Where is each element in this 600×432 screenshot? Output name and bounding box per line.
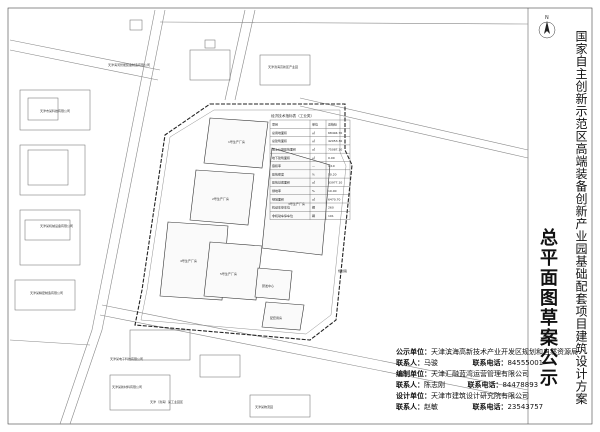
table-cell: ㎡: [312, 138, 315, 143]
table-cell: ㎡: [312, 155, 315, 160]
table-cell: 非机动车停车位: [272, 213, 293, 218]
north-label: N: [545, 15, 549, 21]
indicator-table-title: 经济技术指标表（工业类）: [271, 113, 314, 118]
contact1-value: 马骏: [424, 359, 438, 367]
table-cell: %: [312, 189, 315, 193]
table-cell: 建筑基底面积: [272, 180, 290, 185]
contact3-row: 联系人：赵敏 联系电话：23543757: [396, 403, 546, 412]
table-cell: ㎡: [312, 196, 315, 201]
table-cell: ㎡: [312, 147, 315, 152]
site-boundary: [134, 103, 353, 341]
neighbor-blocks: [14, 19, 311, 418]
table-cell: 绿地面积: [272, 196, 284, 201]
inner-setback-line: [140, 109, 347, 335]
designer-row: 设计单位：天津市建筑设计研究院有限公司: [396, 392, 546, 401]
neighbor-label-4: 天津某机械设备有限公司: [40, 223, 73, 228]
publication-title: 总平面图草案公示: [537, 228, 558, 388]
table-cell: 绿地率: [272, 188, 281, 193]
building-3-label: 3号生产厂房: [288, 201, 305, 206]
building-7-label: 配套用房: [270, 315, 282, 320]
designer-label: 设计单位：: [396, 392, 431, 400]
table-header-cell: 总指标: [328, 122, 337, 127]
neighbor-label-8: 天津（滨海）某工业园区: [150, 399, 183, 404]
building-2-label: 2号生产厂房: [212, 196, 229, 201]
contact1-row: 联系人：马骏 联系电话：84555001: [396, 359, 546, 368]
contact2-row: 联系人：陈志刚 联系电话：84478893: [396, 381, 546, 390]
phone1-label: 联系电话：: [472, 359, 508, 367]
neighbor-label-7: 天津某新材料有限公司: [112, 384, 142, 389]
table-cell: 75087.10: [328, 148, 342, 152]
table-cell: 总用地面积: [272, 130, 287, 135]
phone2-value: 84478893: [502, 381, 539, 389]
table-cell: —: [312, 164, 315, 168]
table-header-cell: 项目: [272, 123, 278, 127]
table-cell: 1.10: [328, 164, 335, 168]
table-cell: 50.20: [328, 172, 337, 176]
contact3-label: 联系人：: [396, 403, 424, 411]
neighbor-label-3: 天津市某科技有限公司: [40, 108, 70, 113]
building-7: [261, 301, 305, 331]
table-cell: 101: [328, 214, 334, 218]
table-cell: 辆: [312, 213, 315, 218]
publisher-label: 公示单位：: [396, 348, 431, 356]
table-cell: 260: [328, 206, 334, 210]
neighbor-label-2: 天津滨海高新区产业园: [268, 64, 298, 69]
builder-value: 天津汇融蓝湾运营管理有限公司: [431, 370, 529, 378]
builder-row: 编制单位：天津汇融蓝湾运营管理有限公司: [396, 370, 546, 379]
building-6-label: 研发中心: [262, 283, 274, 288]
table-cell: 辆: [312, 205, 315, 210]
contact2-value: 陈志刚: [424, 381, 445, 389]
contact1-label: 联系人：: [396, 359, 424, 367]
building-2: [189, 169, 255, 226]
table-cell: ㎡: [312, 130, 315, 135]
building-6: [254, 267, 293, 301]
neighbor-label-1: 天津海河智能装备制造有限公司: [108, 62, 150, 67]
phone2-label: 联系电话：: [467, 381, 503, 389]
publisher-value: 天津滨海高新技术产业开发区规划和自然资源局: [431, 348, 578, 356]
building-3: [261, 147, 331, 256]
drawing-frame: [7, 7, 593, 425]
neighbor-label-9: 天津某物流园: [255, 404, 273, 409]
building-1-label: 1号生产厂房: [228, 139, 245, 144]
table-cell: 33977.10: [328, 181, 342, 185]
neighbor-label-6: 天津某电子科技有限公司: [110, 356, 143, 361]
table-cell: 地上计容建筑面积: [272, 147, 296, 152]
table-cell: 68494.70: [328, 131, 342, 135]
table-cell: 容积率: [272, 163, 281, 168]
table-cell: %: [312, 172, 315, 176]
table-cell: 总建筑面积: [272, 138, 287, 143]
buildings: [159, 117, 331, 331]
phone3-value: 23543757: [507, 403, 544, 411]
designer-value: 天津市建筑设计研究院有限公司: [431, 392, 529, 400]
builder-label: 编制单位：: [396, 370, 431, 378]
neighbor-label-5: 天津某精密制造有限公司: [30, 290, 63, 295]
table-cell: 地下建筑面积: [272, 155, 290, 160]
table-cell: 6470.70: [328, 197, 340, 201]
phone1-value: 84555001: [507, 359, 544, 367]
table-cell: 机动车停车位: [272, 205, 290, 210]
table-cell: 42053.30: [328, 139, 342, 143]
north-arrow-icon: N: [538, 15, 556, 39]
road-label: 规划路: [338, 268, 347, 273]
building-1: [203, 117, 269, 169]
contact3-value: 赵敏: [424, 403, 438, 411]
building-5-label: 5号生产厂房: [220, 271, 237, 276]
road-network: [9, 9, 529, 425]
publisher-row: 公示单位：天津滨海高新技术产业开发区规划和自然资源局: [396, 348, 578, 357]
table-header-cell: 单位: [312, 122, 318, 127]
project-title: 国家自主创新示范区高端装备创新产业园基础配套项目建筑设计方案: [574, 30, 588, 405]
table-cell: 建筑密度: [272, 171, 284, 176]
table-cell: 0.00: [328, 156, 335, 160]
table-cell: ㎡: [312, 180, 315, 185]
phone3-label: 联系电话：: [472, 403, 508, 411]
table-cell: 10.00: [328, 189, 337, 193]
contact2-label: 联系人：: [396, 381, 424, 389]
building-4-label: 4号生产厂房: [180, 258, 197, 263]
building-5: [203, 241, 263, 301]
